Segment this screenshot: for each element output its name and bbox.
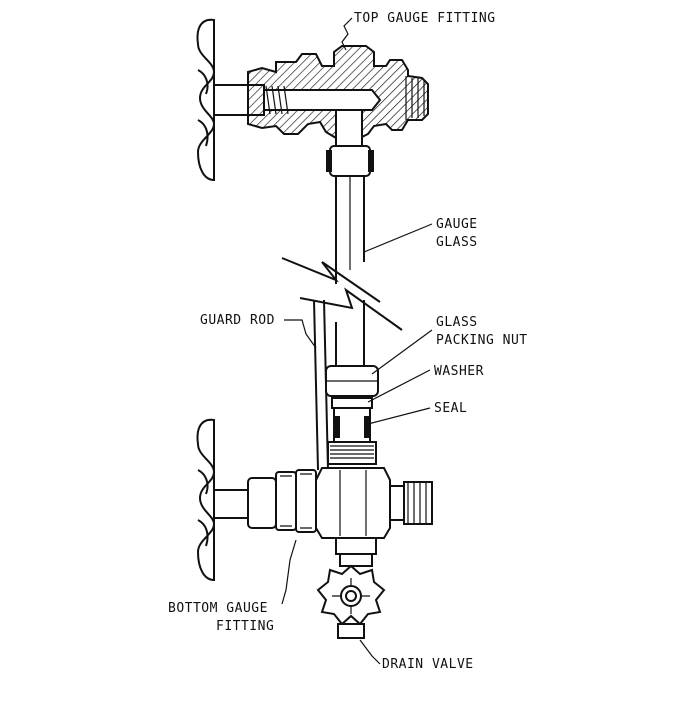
label-top-gauge-fitting: TOP GAUGE FITTING	[354, 11, 496, 26]
label-drain-valve: DRAIN VALVE	[382, 657, 474, 672]
top-glass-packing-nut	[326, 145, 374, 177]
washer	[331, 397, 373, 409]
label-glass-packing-nut-line1: GLASS	[436, 315, 478, 330]
drain-valve	[316, 564, 386, 639]
seal	[333, 407, 371, 443]
bottom-glass-packing-nut	[325, 365, 379, 397]
gauge-glass-tube	[335, 176, 365, 366]
label-washer: WASHER	[434, 364, 484, 379]
label-bottom-gauge-fitting-line1: BOTTOM GAUGE	[168, 601, 268, 616]
bottom-gauge-fitting-body	[247, 467, 433, 567]
leader-lines	[281, 17, 433, 665]
label-seal: SEAL	[434, 401, 467, 416]
label-bottom-gauge-fitting-line2: FITTING	[216, 619, 274, 634]
labels: TOP GAUGE FITTING GAUGE GLASS GUARD ROD …	[168, 11, 528, 672]
top-handwheel	[196, 18, 216, 182]
bottom-handwheel	[196, 418, 216, 582]
label-guard-rod: GUARD ROD	[200, 313, 275, 328]
bottom-fitting-threads	[327, 441, 377, 465]
label-glass-packing-nut-line2: PACKING NUT	[436, 333, 528, 348]
label-gauge-glass-line2: GLASS	[436, 235, 478, 250]
break-lines	[281, 257, 403, 331]
label-gauge-glass-line1: GAUGE	[436, 217, 478, 232]
bottom-valve-stem	[213, 489, 249, 519]
top-gauge-fitting-body	[247, 45, 429, 147]
